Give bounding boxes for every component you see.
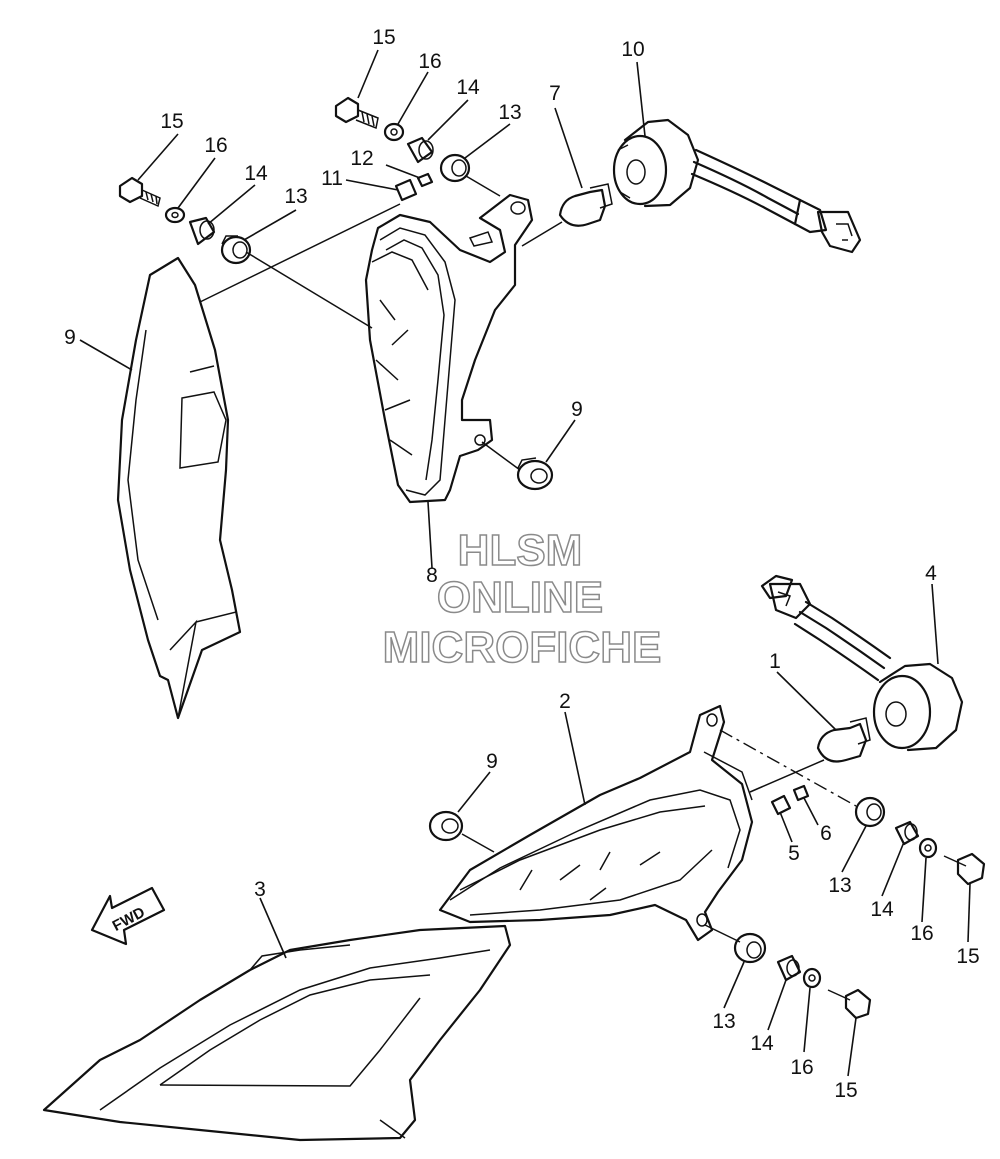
- part-1-bulb-lower: [816, 717, 871, 763]
- part-10-socket-harness-upper: [612, 118, 862, 254]
- callout-8: 8: [426, 564, 438, 587]
- callout-5: 5: [788, 842, 800, 865]
- callout-14-bottom: 14: [750, 1032, 774, 1055]
- part-7-bulb-upper: [558, 183, 613, 227]
- callout-16-lower-right: 16: [910, 922, 933, 945]
- callout-13-top-left: 13: [284, 185, 307, 208]
- callout-14-top-left: 14: [244, 162, 268, 185]
- callout-16-top-right: 16: [418, 50, 441, 73]
- callout-14-top-right: 14: [456, 76, 480, 99]
- lower-hardware: [428, 784, 986, 1020]
- callout-numbers: 15 16 14 13 15 16 14 13 12 11 7 10 9 9 8…: [64, 26, 980, 1102]
- callout-15-top-left: 15: [160, 110, 183, 133]
- callout-3: 3: [254, 878, 266, 901]
- upper-hardware-left-stack: [118, 176, 252, 265]
- watermark-line-3: MICROFICHE: [383, 623, 662, 672]
- callout-16-bottom: 16: [790, 1056, 813, 1079]
- callout-15-lower-right: 15: [956, 945, 979, 968]
- leader-lines: [79, 49, 971, 1077]
- part-4-socket-harness-lower: [760, 574, 964, 752]
- callout-4: 4: [925, 562, 937, 585]
- watermark-line-1: HLSM: [458, 526, 583, 575]
- callout-7: 7: [549, 82, 561, 105]
- callout-15-top-right: 15: [372, 26, 395, 49]
- fwd-label: FWD: [110, 904, 148, 935]
- watermark-line-2: ONLINE: [437, 573, 603, 622]
- callout-9-left: 9: [64, 326, 76, 349]
- callout-2: 2: [559, 690, 571, 713]
- fwd-direction-arrow: FWD: [90, 886, 166, 946]
- part-3-lower-cover: [42, 924, 512, 1142]
- callout-13-top-right: 13: [498, 101, 521, 124]
- callout-10: 10: [621, 38, 644, 61]
- callout-13-bottom: 13: [712, 1010, 735, 1033]
- callout-6: 6: [820, 822, 832, 845]
- callout-15-bottom: 15: [834, 1079, 857, 1102]
- watermark: HLSM ONLINE MICROFICHE: [382, 525, 662, 673]
- callout-13-lower-right: 13: [828, 874, 851, 897]
- upper-hardware-right-stack: [334, 96, 554, 491]
- part-2-lower-lens: [438, 704, 754, 942]
- part-9-cover-panel: [116, 256, 242, 720]
- part-8-upper-lens: [364, 193, 534, 504]
- callout-14-lower-right: 14: [870, 898, 894, 921]
- callout-16-top-left: 16: [204, 134, 227, 157]
- callout-11: 11: [321, 167, 343, 190]
- callout-9-upper: 9: [571, 398, 583, 421]
- callout-9-lower: 9: [486, 750, 498, 773]
- callout-1: 1: [769, 650, 781, 673]
- callout-12: 12: [350, 147, 373, 170]
